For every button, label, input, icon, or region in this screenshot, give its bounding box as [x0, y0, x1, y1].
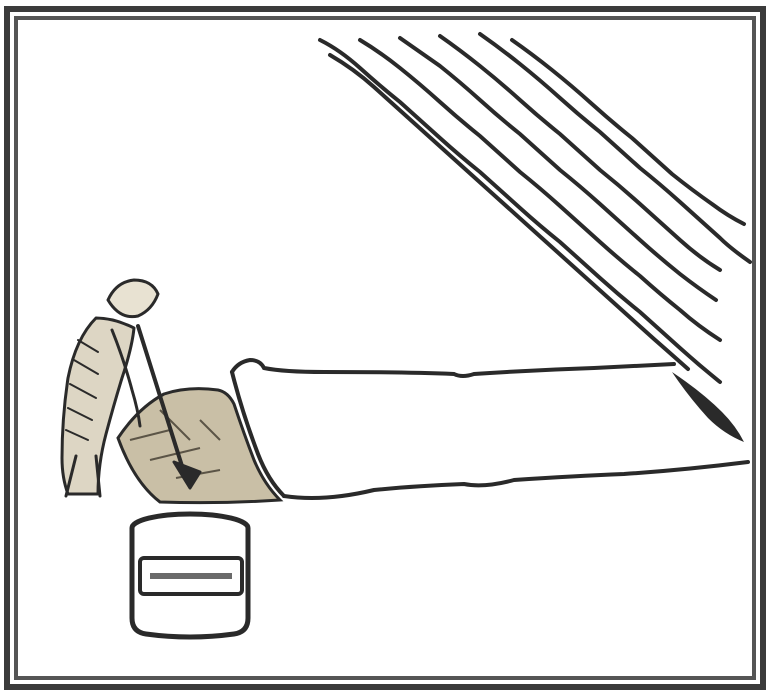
bucket-icon	[132, 514, 248, 637]
furrow-bottom-line	[284, 462, 748, 498]
rain-lines-icon	[320, 34, 750, 382]
rain-line	[480, 34, 750, 262]
furrow-icon	[232, 360, 748, 498]
rain-line	[330, 55, 688, 369]
farmer-head	[108, 280, 158, 317]
furrow-top-line	[232, 360, 674, 376]
rain-streak-icon	[672, 372, 744, 442]
rain-line	[440, 36, 720, 270]
